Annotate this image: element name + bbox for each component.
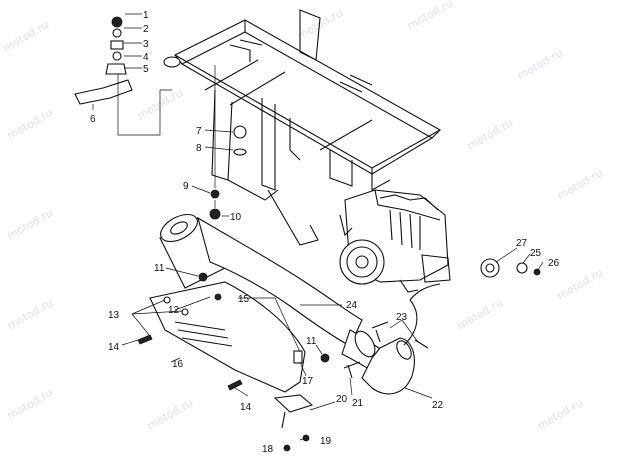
watermark: motod.ru [465,116,515,152]
callout-17: 17 [302,376,314,387]
callout-12: 12 [168,305,180,316]
callout-10: 10 [230,212,242,223]
frame [163,9,442,246]
callout-27: 27 [516,238,528,249]
watermark: motod.ru [455,296,505,332]
callout-2: 2 [143,24,149,35]
callout-4: 4 [143,52,149,63]
head-pipe [361,283,441,395]
callout-22: 22 [432,400,444,411]
callout-13: 13 [108,310,120,321]
watermark: motod.ru [5,386,55,422]
muffler-assembly [159,213,383,373]
callout-6: 6 [90,114,96,125]
callout-14-left: 14 [108,342,120,353]
watermark: motod.ru [5,296,55,332]
callout-11-lower: 11 [306,336,317,347]
watermark: motod.ru [5,106,55,142]
callout-8: 8 [196,143,202,154]
callout-14-lower: 14 [240,402,252,413]
engine [339,189,451,293]
leader-lines [92,13,544,449]
callout-23: 23 [396,312,408,323]
callout-7: 7 [196,126,202,137]
callouts: 1 2 3 4 5 6 7 8 9 10 11 12 13 14 15 16 1… [90,10,560,455]
callout-16: 16 [172,359,184,370]
watermark: motod.ru [1,18,51,54]
callout-20: 20 [336,394,348,405]
callout-25: 25 [530,248,542,259]
callout-26: 26 [548,258,560,269]
callout-9: 9 [183,181,189,192]
watermark: motod.ru [555,266,605,302]
watermark: motod.ru [5,206,55,242]
watermark: motod.ru [555,166,605,202]
callout-1: 1 [143,10,149,21]
callout-24: 24 [346,300,358,311]
watermark: motod.ru [145,396,195,432]
watermark: motod.ru [405,0,455,33]
watermark: motod.ru [535,396,585,432]
callout-21: 21 [352,398,364,409]
callout-18: 18 [262,444,274,455]
watermark: motod.ru [515,46,565,82]
callout-19: 19 [320,436,332,447]
callout-3: 3 [143,39,149,50]
callout-15: 15 [238,294,250,305]
callout-11-upper: 11 [154,263,165,274]
callout-5: 5 [143,64,149,75]
heat-shield [149,281,314,429]
